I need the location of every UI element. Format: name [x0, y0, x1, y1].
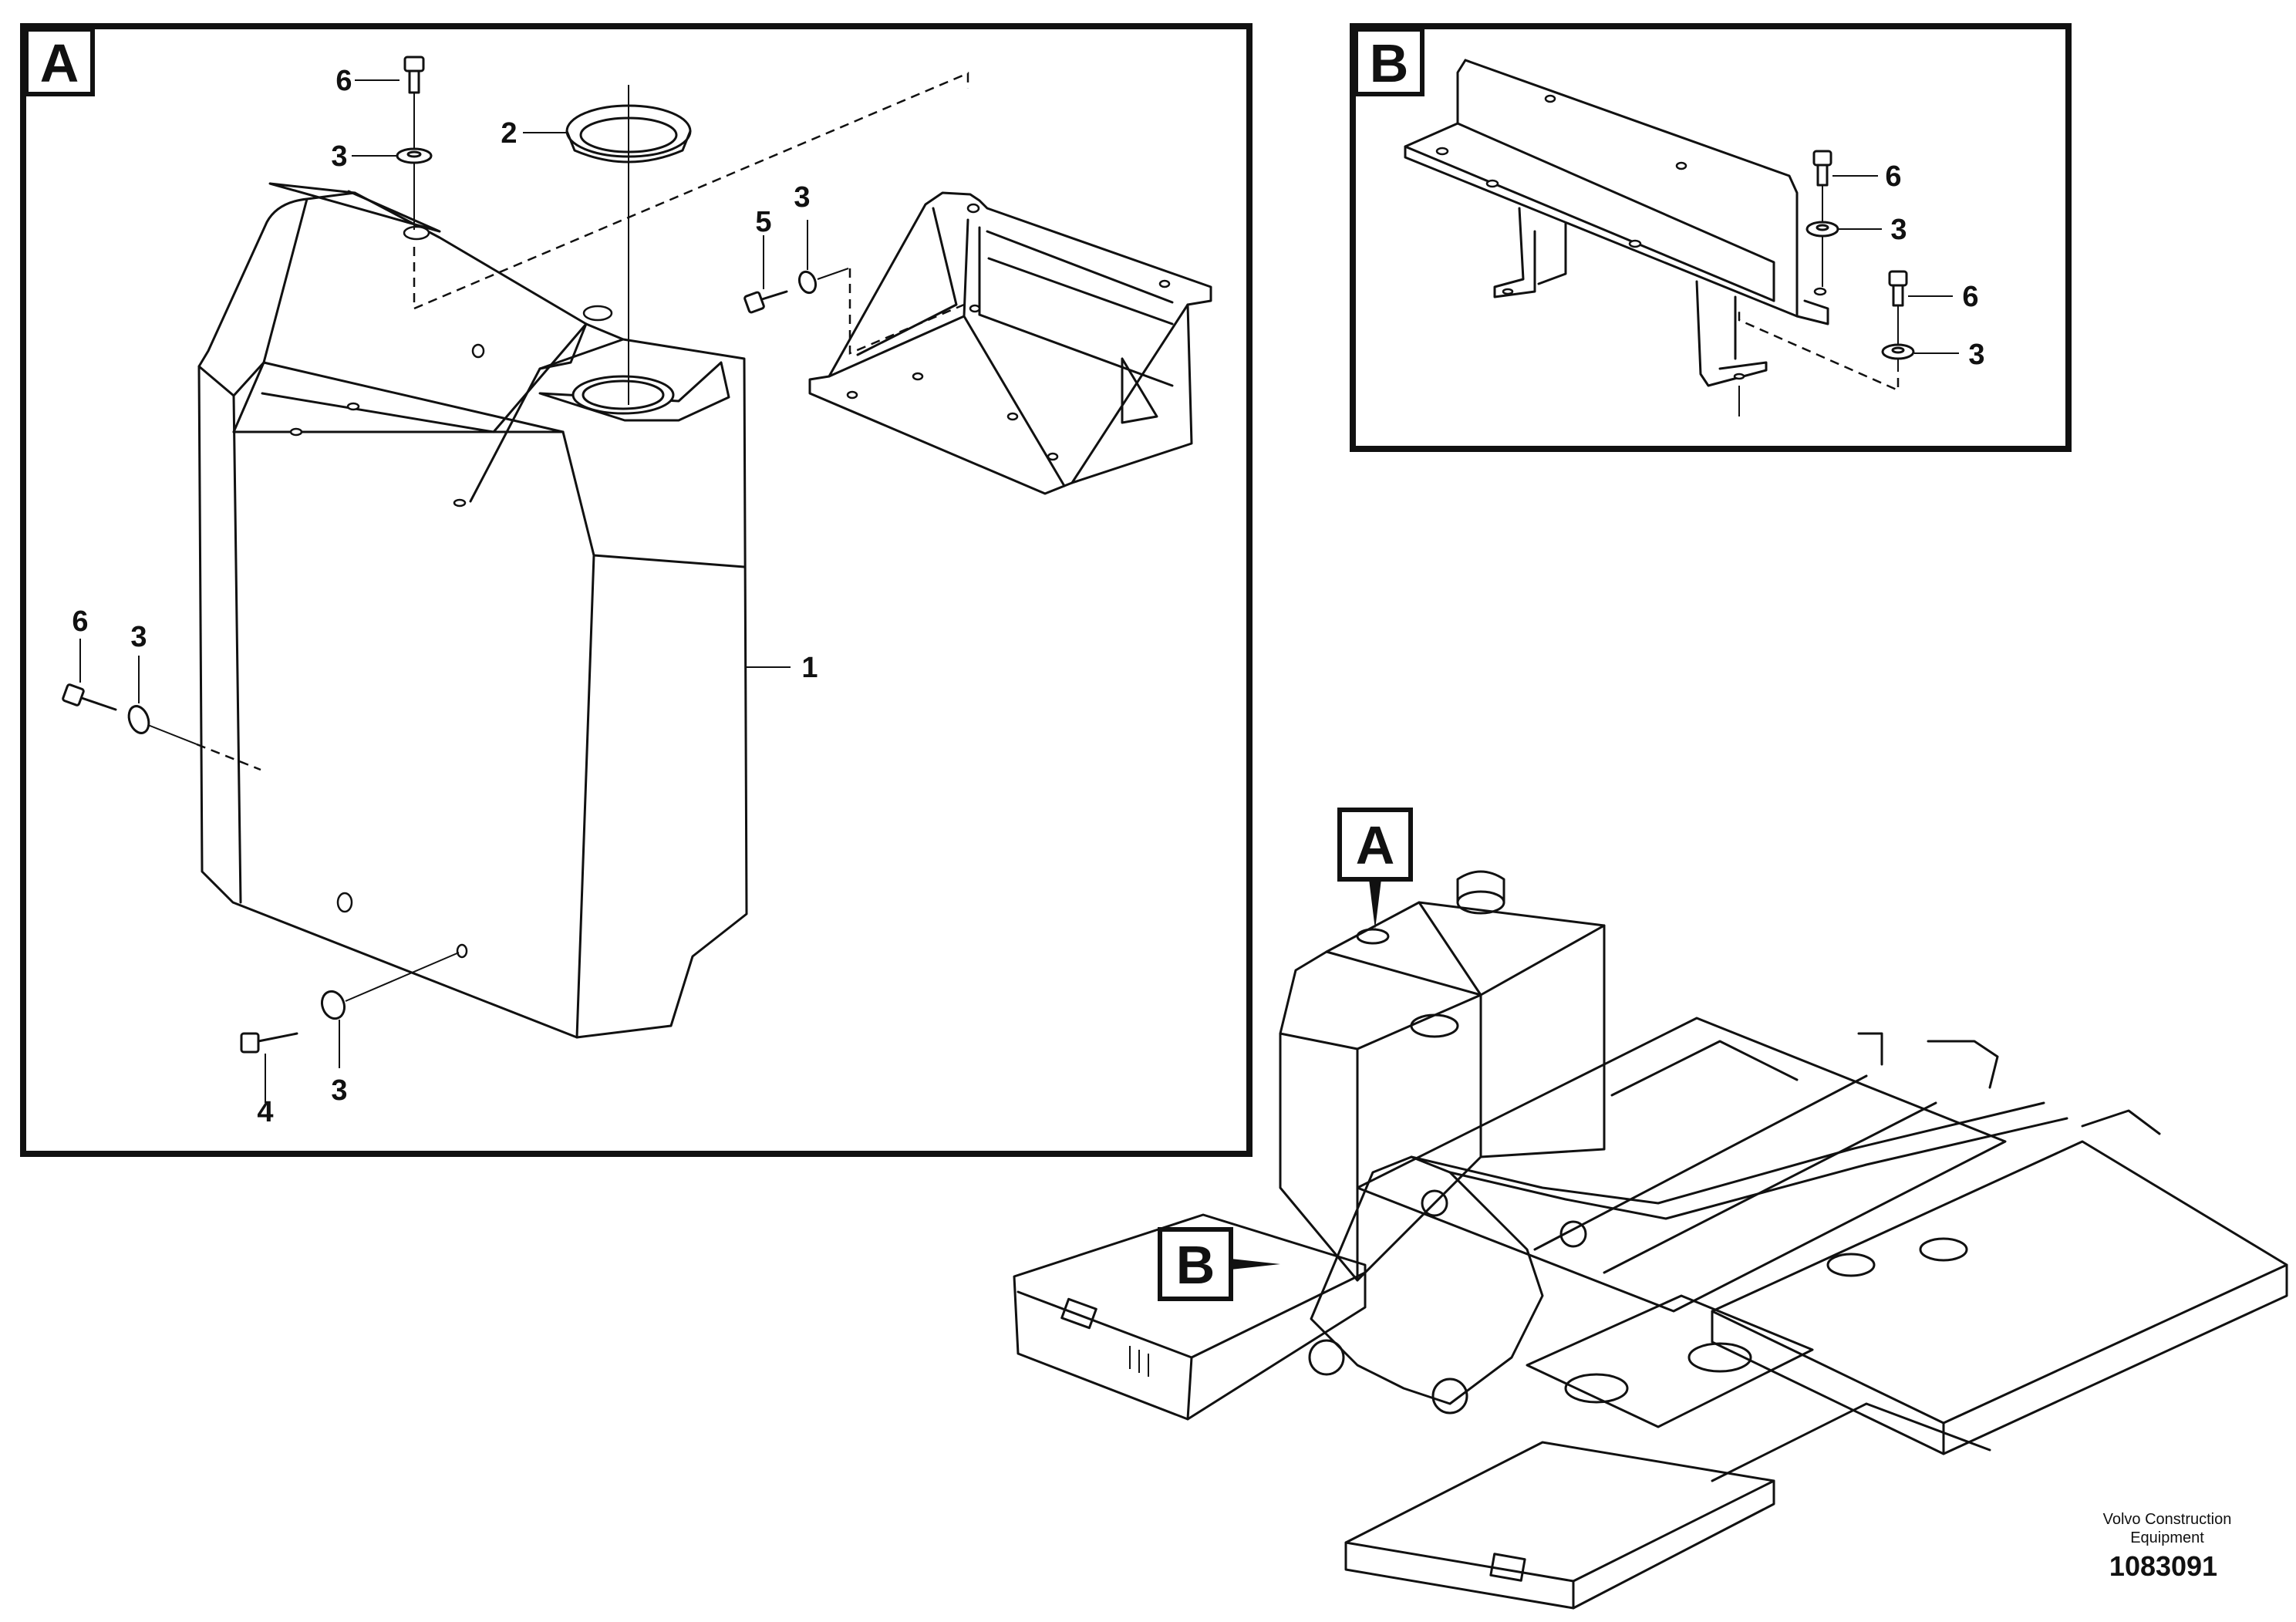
view-b-panel: B [1350, 23, 2072, 452]
mounting-rail [1404, 59, 1829, 387]
footer-company-line2: Equipment [2130, 1529, 2204, 1546]
overview-tag-a: A [1356, 815, 1395, 875]
view-b-tag-box [1354, 27, 1424, 96]
view-a-frame [20, 23, 1253, 1157]
filler-ring [565, 85, 692, 405]
callout-6-left: 6 [72, 605, 88, 638]
side-bolt-and-washer [743, 220, 849, 314]
view-a-panel: A [20, 23, 1253, 1157]
left-bolt-and-washer [62, 639, 261, 771]
callout-3-bottom: 3 [331, 1074, 347, 1107]
callout-b-6-lower: 6 [1962, 281, 1978, 313]
callout-2: 2 [501, 117, 517, 150]
view-a-tag: A [40, 33, 79, 93]
bottom-bolt-and-washer [240, 952, 460, 1103]
b-lower-bolt-and-washer [1738, 270, 1959, 416]
callout-5: 5 [755, 206, 771, 238]
callout-3-left: 3 [130, 621, 147, 653]
callout-b-6-upper: 6 [1885, 160, 1901, 193]
title-block: Volvo Construction Equipment 1083091 [2103, 1511, 2232, 1582]
top-bolt-and-washer [396, 56, 969, 310]
callout-b-3-upper: 3 [1890, 214, 1907, 246]
callout-b-3-lower: 3 [1968, 339, 1984, 371]
overview-tag-b: B [1176, 1235, 1215, 1295]
view-a-tag-box [24, 27, 95, 96]
callout-4: 4 [257, 1096, 273, 1128]
callout-6-top: 6 [335, 65, 352, 97]
hydraulic-tank [197, 182, 748, 1039]
overview-tag-b-box [1158, 1227, 1233, 1301]
callout-1: 1 [801, 652, 818, 684]
overview-tag-a-box [1337, 808, 1413, 882]
overview-tag-b-pointer [1231, 1259, 1280, 1270]
tank-bracket [808, 191, 1212, 495]
view-b-frame [1350, 23, 2072, 452]
b-upper-bolt-and-washer [1805, 150, 1882, 287]
footer-company-line1: Volvo Construction [2103, 1511, 2232, 1528]
overview-tag-a-pointer [1369, 879, 1381, 929]
drawing-number: 1083091 [2109, 1550, 2217, 1582]
callout-3-top: 3 [331, 140, 347, 173]
view-b-tag: B [1370, 33, 1409, 93]
callout-3-right: 3 [794, 181, 810, 214]
machine-overview: A B [1013, 808, 2288, 1610]
